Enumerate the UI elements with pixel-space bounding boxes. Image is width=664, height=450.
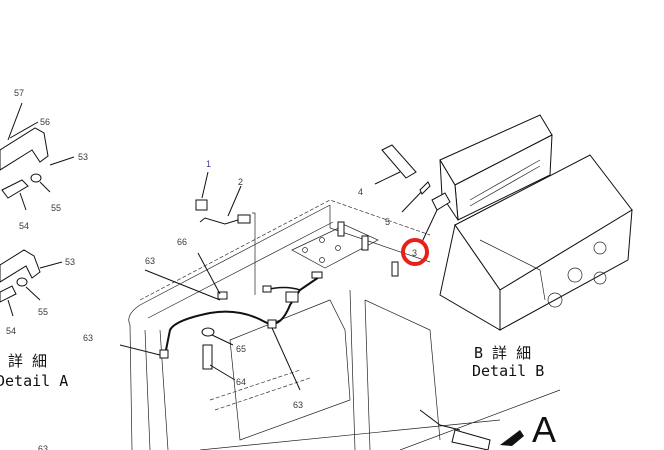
callout-54: 54 bbox=[6, 326, 16, 336]
callout-3[interactable]: 3 bbox=[412, 248, 417, 258]
bolt-64 bbox=[202, 344, 213, 370]
detail-a-bracket-upper bbox=[0, 102, 75, 211]
detail-a-caption-jp: 詳 細 bbox=[8, 352, 47, 370]
detail-b-caption-jp: B 詳 細 bbox=[474, 344, 531, 362]
bolt-4 bbox=[374, 144, 431, 213]
callout-55: 55 bbox=[38, 307, 48, 317]
callout-53: 53 bbox=[78, 152, 88, 162]
callout-63: 63 bbox=[293, 400, 303, 410]
callout-55: 55 bbox=[51, 203, 61, 213]
callout-63: 63 bbox=[38, 444, 48, 450]
callout-65: 65 bbox=[236, 344, 246, 354]
callout-5: 5 bbox=[385, 217, 390, 227]
callout-57: 57 bbox=[14, 88, 24, 98]
controller-unit bbox=[421, 114, 553, 243]
callout-66: 66 bbox=[177, 237, 187, 247]
callout-63: 63 bbox=[145, 256, 155, 266]
cab-frame bbox=[128, 199, 561, 450]
bottom-connector bbox=[419, 409, 524, 450]
callout-4: 4 bbox=[358, 187, 363, 197]
detail-b-box bbox=[439, 154, 633, 331]
view-arrow-icon bbox=[500, 430, 524, 446]
callout-1: 1 bbox=[206, 159, 211, 169]
callout-56: 56 bbox=[40, 117, 50, 127]
sensor-part-1-2 bbox=[195, 171, 256, 295]
washer-65 bbox=[201, 327, 215, 337]
callout-53: 53 bbox=[65, 257, 75, 267]
view-a-label: A bbox=[532, 409, 556, 450]
detail-a-caption-en: Detail A bbox=[0, 372, 68, 390]
callout-54: 54 bbox=[19, 221, 29, 231]
callout-63: 63 bbox=[83, 333, 93, 343]
leader-lines bbox=[119, 252, 301, 391]
detail-b-caption-en: Detail B bbox=[472, 362, 544, 380]
detail-a-bracket-lower bbox=[0, 249, 63, 317]
callout-2: 2 bbox=[238, 177, 243, 187]
wiring-harness bbox=[159, 271, 323, 370]
clip-66 bbox=[217, 291, 228, 300]
callout-64: 64 bbox=[236, 377, 246, 387]
highlight-circle bbox=[401, 238, 429, 266]
